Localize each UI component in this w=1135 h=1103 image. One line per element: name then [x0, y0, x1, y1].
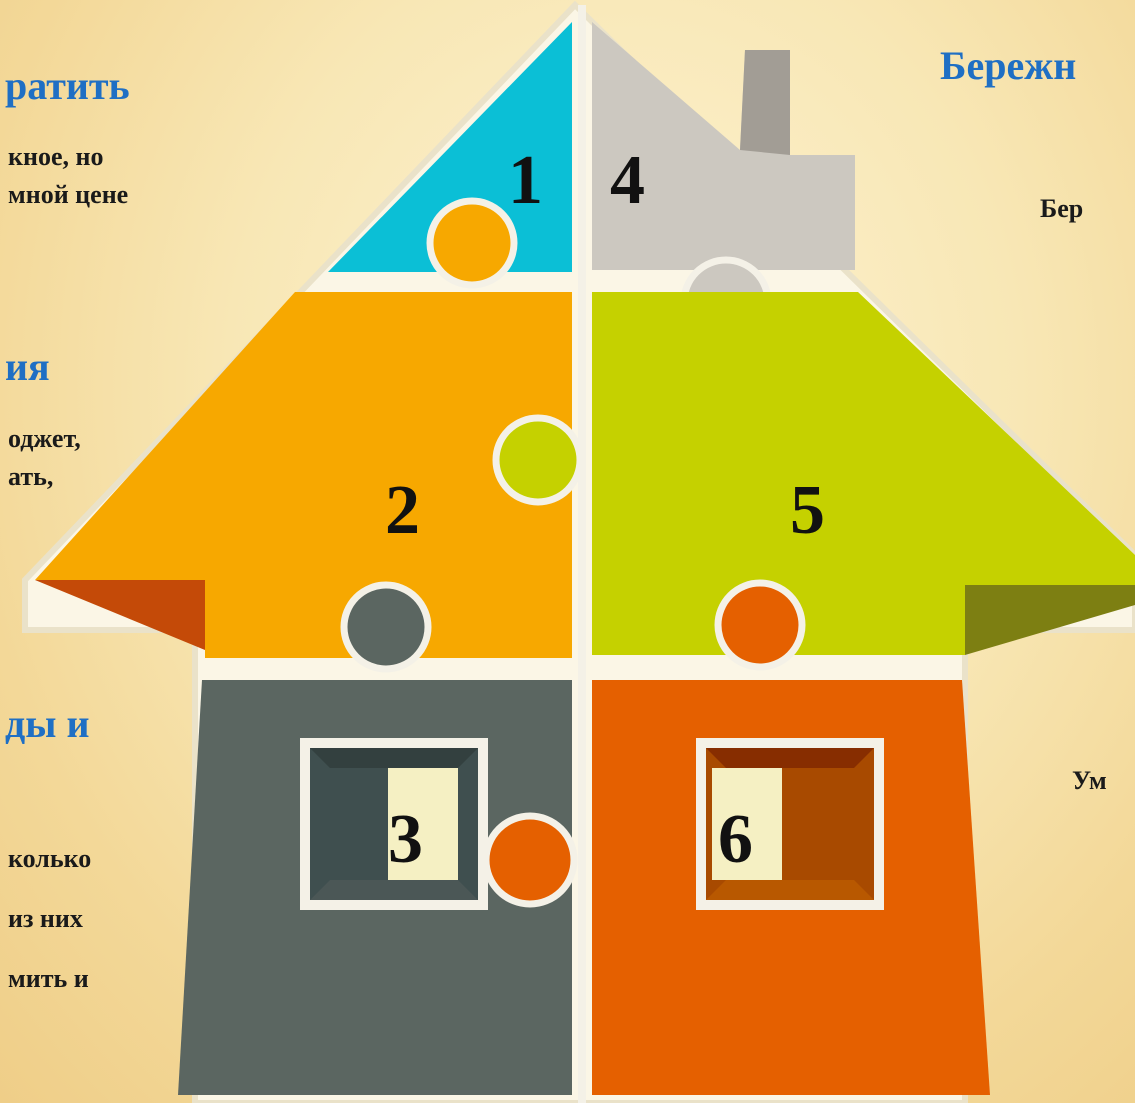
puzzle-piece-5 [592, 292, 1135, 671]
block3-line-2: из них [8, 904, 83, 933]
block1-line-1: кное, но [8, 142, 104, 171]
block3-heading: ды и [5, 701, 90, 746]
piece-number-2: 2 [385, 472, 420, 549]
block2-heading: ия [5, 344, 50, 389]
right-line-2: Ум [1072, 766, 1107, 795]
piece-number-1: 1 [508, 142, 543, 219]
block3-line-1: колько [8, 844, 92, 873]
block3-line-3: мить и [8, 964, 89, 993]
right-line-1: Бер [1040, 194, 1084, 223]
block1-heading: ратить [5, 63, 130, 108]
puzzle-piece-6 [482, 680, 990, 1095]
piece-number-5: 5 [790, 472, 825, 549]
puzzle-piece-1 [328, 22, 572, 289]
piece-number-6: 6 [718, 801, 753, 878]
piece-number-4: 4 [610, 142, 645, 219]
block1-line-2: мной цене [8, 180, 129, 209]
right-heading: Бережн [940, 43, 1077, 88]
puzzle-piece-3 [178, 680, 572, 1095]
puzzle-piece-2 [35, 292, 584, 673]
piece-number-3: 3 [388, 801, 423, 878]
block2-line-1: оджет, [8, 424, 81, 453]
block2-line-2: ать, [8, 462, 54, 491]
